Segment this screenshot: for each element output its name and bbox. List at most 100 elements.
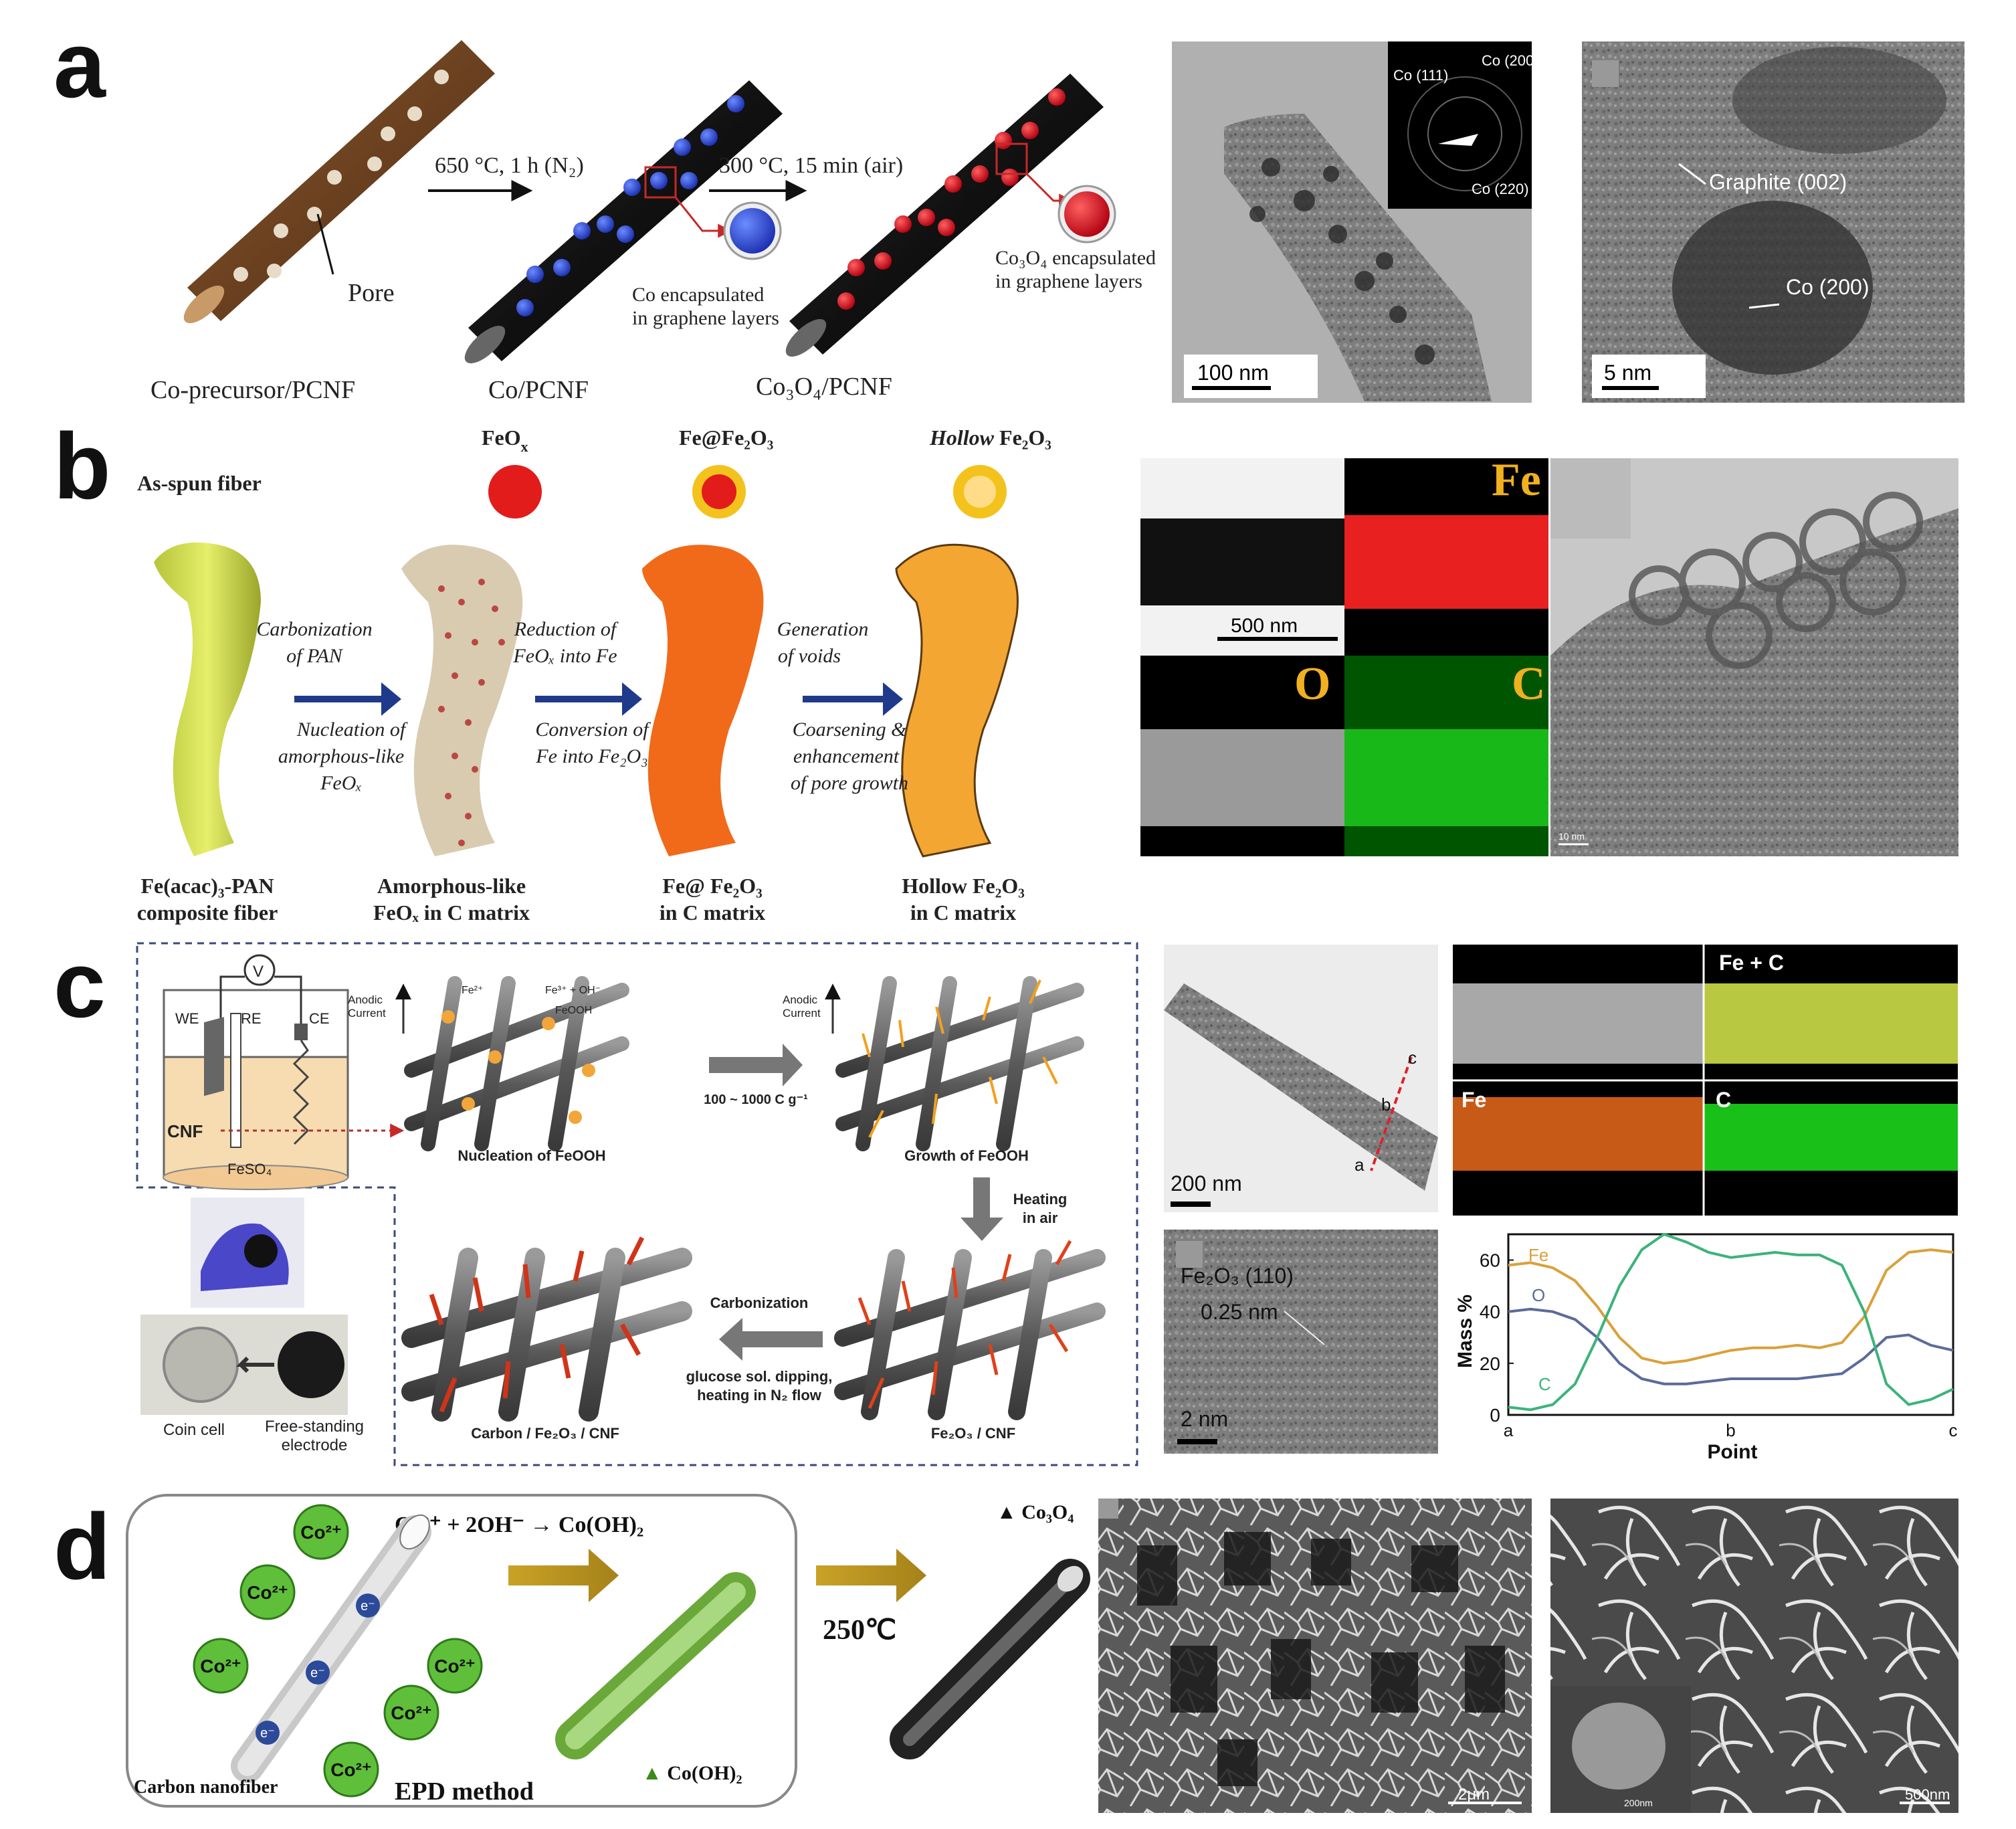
hr-d: 0.25 nm: [1201, 1300, 1278, 1324]
stage3-label: Co₃O₄/PCNF: [756, 373, 892, 401]
carbon-fe2o3-label: Carbon / Fe₂O₃ / CNF: [471, 1425, 619, 1442]
free-standing-1: Free-standing: [265, 1418, 364, 1436]
saed-220: Co (220): [1472, 181, 1529, 197]
x-tick-label: c: [1949, 1420, 1958, 1440]
feox-top: FeOx: [482, 425, 528, 455]
cell-v: V: [253, 963, 264, 981]
free-standing-2: electrode: [282, 1436, 348, 1454]
schematic-growth: [835, 976, 1084, 1151]
map-scale: 500 nm: [1231, 615, 1298, 637]
y-tick-label: 40: [1480, 1302, 1500, 1323]
saed-111: Co (111): [1393, 67, 1448, 84]
anodic-2b: Current: [783, 1007, 821, 1020]
step1-e: FeOₓ: [320, 772, 362, 794]
fe2plus: Fe²⁺: [462, 985, 483, 996]
stage2-note-1: Co encapsulated: [632, 284, 764, 306]
stage2-label: Co/PCNF: [488, 376, 589, 404]
cooh-label: ▲ Co(OH)₂: [642, 1762, 742, 1784]
chart-plot-area: [1507, 1233, 1954, 1416]
cell-ce: CE: [309, 1010, 330, 1027]
reaction-label: Co²⁺ + 2OH⁻ → Co(OH)₂: [395, 1513, 643, 1537]
fe2o3-cnf-label: Fe₂O₃ / CNF: [931, 1425, 1015, 1442]
step2-c: Conversion of: [535, 718, 651, 741]
series-line-fe: [1508, 1248, 1954, 1365]
panel-c: c V WE RE CE CNF FeSO₄: [54, 932, 1958, 1466]
tem-c-scale: 200 nm: [1171, 1171, 1242, 1195]
as-spun-fiber: [154, 542, 261, 856]
epd-method-label: EPD method: [395, 1777, 534, 1806]
saed-200: Co (200): [1482, 52, 1539, 69]
growth-label: Growth of FeOOH: [904, 1147, 1029, 1164]
electrochemical-cell: [163, 954, 405, 1190]
stage3-note-2: in graphene layers: [995, 270, 1142, 292]
map-fe: Fe: [1492, 454, 1541, 506]
heating-2: in air: [1023, 1210, 1058, 1226]
amorphous-fiber: [401, 545, 523, 856]
cap4-a: Hollow Fe₂O₃: [902, 874, 1025, 898]
panel-a: a Pore Co-precursor/PCNF 650 °C, 1 h (N₂…: [54, 12, 1964, 404]
step3-b: of voids: [778, 645, 841, 667]
co-ions: [193, 1504, 483, 1798]
hrtem-graphite-label: Graphite (002): [1709, 170, 1847, 194]
map-c-c: C: [1716, 1088, 1731, 1112]
co-ion-1: Co²⁺: [300, 1522, 341, 1543]
hr-scale: 2 nm: [1181, 1407, 1228, 1431]
sem-image-1: [1098, 1499, 1532, 1813]
step2-d: Fe into Fe₂O₃: [535, 745, 647, 767]
co-ion-6: Co²⁺: [330, 1759, 371, 1780]
cap2-a: Amorphous-like: [377, 874, 526, 898]
heating-1: Heating: [1013, 1191, 1068, 1208]
schematic-fe2o3-cnf: [834, 1240, 1106, 1420]
cap4-b: in C matrix: [910, 900, 1016, 925]
cap1-b: composite fiber: [137, 900, 278, 925]
hollow-tem-image: [1550, 458, 1958, 856]
nucleation-label: Nucleation of FeOOH: [458, 1147, 605, 1164]
sem-image-2: [1550, 1499, 1958, 1813]
pore-label: Pore: [348, 279, 395, 307]
chart-xlabel: Point: [1708, 1441, 1758, 1463]
legend-o: O: [1532, 1285, 1545, 1305]
map-fe-c2: Fe: [1461, 1088, 1486, 1112]
step1-d: amorphous-like: [278, 745, 404, 767]
dip-1: glucose sol. dipping,: [686, 1368, 833, 1385]
co3o4-label: ▲ Co₃O₄: [997, 1501, 1074, 1523]
panel-letter-b: b: [54, 413, 111, 518]
line-b: b: [1381, 1094, 1391, 1115]
map-c: C: [1512, 658, 1546, 710]
cap3-a: Fe@ Fe₂O₃: [662, 874, 762, 898]
photo-electrode-hand: [191, 1197, 304, 1308]
electron-2: e⁻: [310, 1666, 325, 1680]
fe-fe2o3-top: Fe@Fe₂O₃: [679, 425, 773, 450]
step3-d: enhancement: [793, 745, 900, 767]
co-ion-4: Co²⁺: [434, 1656, 475, 1676]
co-ion-3: Co²⁺: [200, 1656, 241, 1676]
step1-c: Nucleation of: [296, 718, 408, 741]
carbon-nanofiber: [231, 1514, 431, 1783]
tem-fe2o3-cnf: [1164, 945, 1438, 1212]
photo-coin-cell: [140, 1315, 348, 1415]
electron-1: e⁻: [260, 1726, 275, 1741]
co-ion-5: Co²⁺: [391, 1703, 431, 1723]
fiber-co3o4-pcnf: [785, 74, 1116, 357]
step2-a: Reduction of: [514, 618, 619, 640]
cap3-b: in C matrix: [660, 900, 765, 925]
step2-b: FeOₓ into Fe: [512, 645, 617, 667]
arrow1-label: 650 °C, 1 h (N₂): [435, 153, 584, 178]
schematic-nucleation: [404, 976, 629, 1151]
fiber-co-pcnf: [464, 80, 783, 364]
eds-maps: [1140, 458, 1548, 856]
panel-letter-a: a: [54, 12, 106, 117]
hollow-tem-scale: 10 nm: [1558, 831, 1585, 842]
sem2-scale: 500nm: [1905, 1786, 1950, 1803]
as-spun-label: As-spun fiber: [137, 471, 262, 495]
panel-letter-d: d: [54, 1494, 111, 1599]
hr-plane: Fe₂O₃ (110): [1181, 1264, 1294, 1288]
feox-dots: [438, 579, 505, 846]
nanofiber-label: Carbon nanofiber: [134, 1777, 278, 1798]
sem1-scale: 2μm: [1458, 1786, 1490, 1804]
stage3-note-1: Co₃O₄ encapsulated: [995, 247, 1156, 269]
co-ion-2: Co²⁺: [247, 1582, 288, 1603]
fiber-co-precursor: [183, 40, 495, 324]
